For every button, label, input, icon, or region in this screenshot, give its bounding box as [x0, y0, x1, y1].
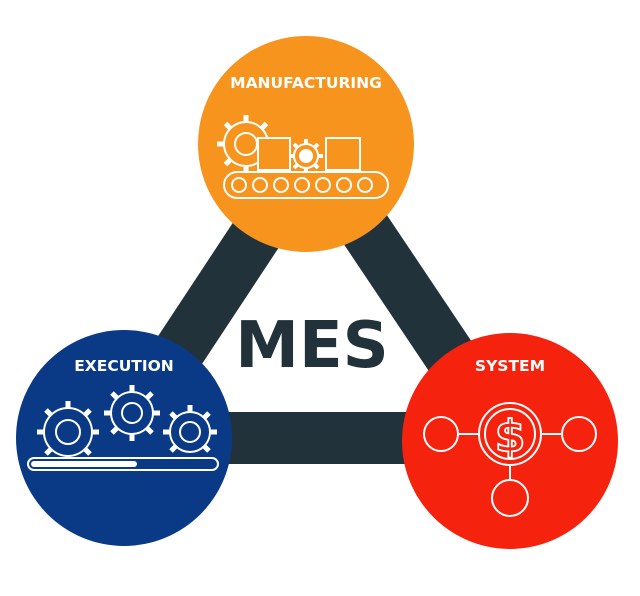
system-label: SYSTEM [475, 357, 545, 375]
execution-circle [16, 330, 232, 546]
system-circle [402, 333, 618, 549]
system-node: SYSTEM $ [402, 333, 618, 549]
svg-text:$: $ [495, 411, 526, 462]
triangle-frame [73, 103, 554, 464]
dollar-network-icon: $ [423, 402, 597, 517]
manufacturing-label: MANUFACTURING [230, 74, 382, 92]
gear-conveyor-icon [217, 115, 389, 199]
execution-label: EXECUTION [74, 357, 174, 375]
gears-progress-icon [27, 385, 219, 471]
execution-node: EXECUTION [16, 330, 232, 546]
manufacturing-node: MANUFACTURING [198, 36, 414, 252]
center-label: MES [235, 309, 389, 383]
